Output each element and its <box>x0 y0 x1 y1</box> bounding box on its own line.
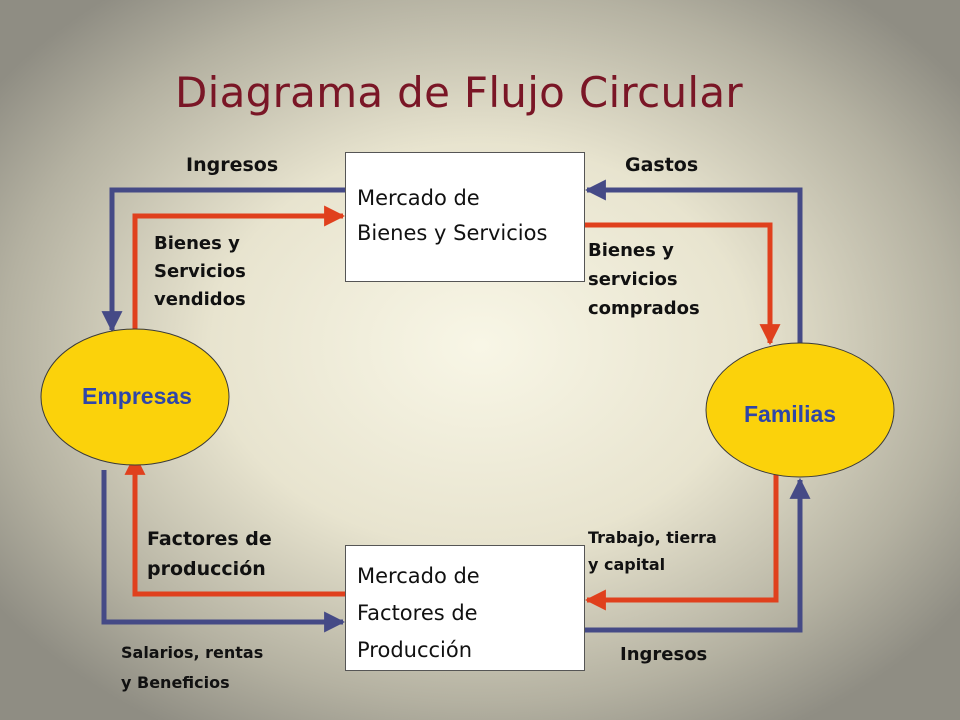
ingresos-top-label: Ingresos <box>186 154 279 176</box>
label-line: y Beneficios <box>121 673 230 692</box>
bienes-comprados-label: Bienes y servicios comprados <box>588 236 700 323</box>
label-line: y capital <box>588 555 666 574</box>
money-flow-income-to-households <box>585 477 811 633</box>
real-flow-goods-bought <box>585 222 781 346</box>
money-flow-wages-to-factors-market <box>101 470 346 633</box>
label-line: servicios <box>588 269 678 290</box>
factors-market-box: Mercado de Factores de Producción <box>345 545 585 671</box>
label-line: Servicios <box>154 261 246 282</box>
factors-market-line: Mercado de <box>357 564 480 588</box>
empresas-node <box>40 328 230 466</box>
money-flow-spending-to-goods-market <box>584 179 803 345</box>
label-line: Factores de <box>147 528 272 550</box>
bienes-vendidos-label: Bienes y Servicios vendidos <box>154 230 246 314</box>
gastos-label: Gastos <box>625 154 699 176</box>
label-line: Bienes y <box>154 233 240 254</box>
goods-services-market-box: Mercado de Bienes y Servicios <box>345 152 585 282</box>
familias-node <box>705 342 895 478</box>
label-line: vendidos <box>154 289 246 310</box>
label-line: Salarios, rentas <box>121 643 264 662</box>
goods-market-line: Bienes y Servicios <box>357 221 548 245</box>
trabajo-tierra-capital-label: Trabajo, tierra y capital <box>588 524 717 578</box>
ingresos-bottom-label: Ingresos <box>620 644 708 665</box>
money-flow-revenue-to-firms <box>101 187 345 333</box>
empresas-label: Empresas <box>82 383 192 409</box>
label-line: Trabajo, tierra <box>588 528 717 547</box>
factors-market-line: Factores de <box>357 601 478 625</box>
page-title: Diagrama de Flujo Circular <box>175 68 743 117</box>
label-line: comprados <box>588 298 700 319</box>
real-flow-labor-land-capital <box>584 472 779 611</box>
factors-market-line: Producción <box>357 638 473 662</box>
real-flow-production-factors <box>124 453 345 597</box>
goods-market-line: Mercado de <box>357 186 480 210</box>
real-flow-goods-sold <box>132 205 346 330</box>
familias-label: Familias <box>744 401 837 427</box>
label-line: Bienes y <box>588 240 674 261</box>
salarios-rentas-label: Salarios, rentas y Beneficios <box>121 638 263 698</box>
label-line: producción <box>147 558 266 580</box>
factores-produccion-label: Factores de producción <box>147 524 272 584</box>
